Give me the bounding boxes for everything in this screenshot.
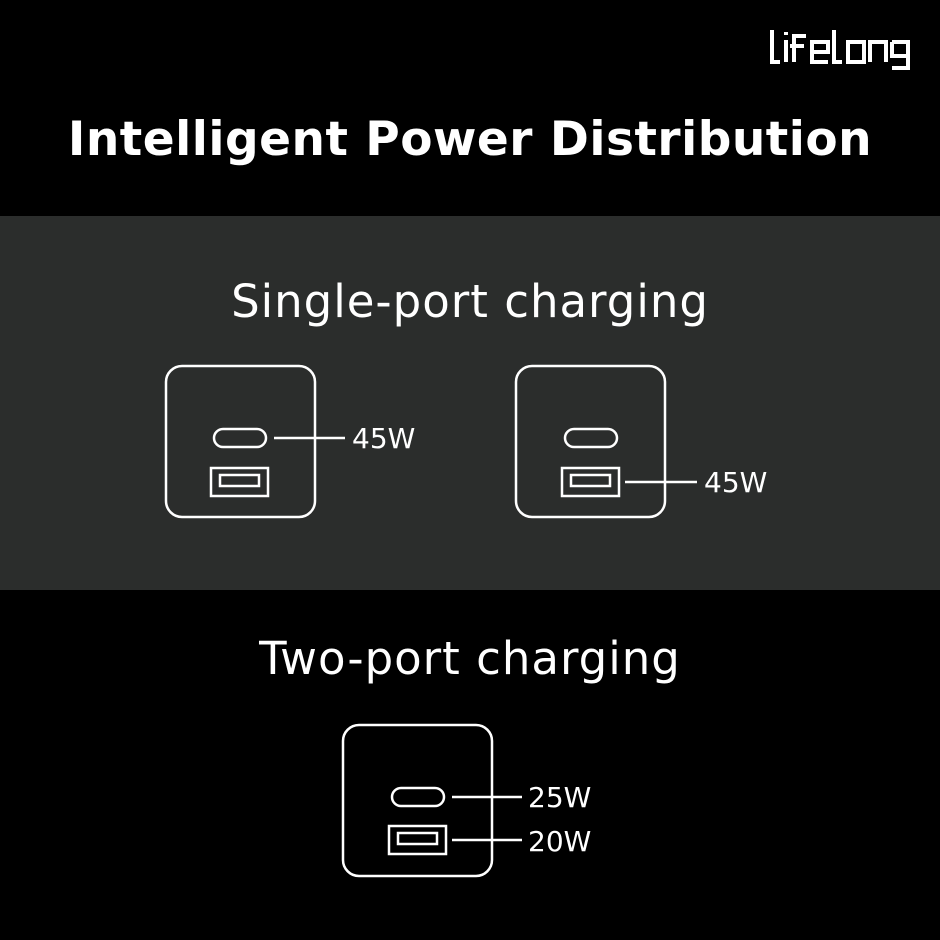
single-port-title: Single-port charging [231,275,709,328]
lifelong-logo [770,30,910,70]
charger-b-usb-a-watt: 45W [704,466,767,499]
headline: Intelligent Power Distribution [67,112,873,167]
usb-a-port-icon [560,466,621,498]
charger-a-usb-c-watt: 45W [352,422,415,455]
charger-dual [341,723,522,878]
charger-b-body [514,364,667,519]
usb-a-port-inner [396,831,439,846]
charger-a [164,364,345,519]
usb-a-port-icon [209,466,270,498]
usb-a-port-icon [387,824,448,856]
charger-b [514,364,697,519]
usb-a-port-inner [569,473,612,488]
charger-a-body [164,364,317,519]
usb-c-port-icon [390,786,446,808]
usb-c-port-icon [563,427,619,449]
charger-dual-body [341,723,494,878]
dual-usb-c-watt: 25W [528,781,591,814]
dual-usb-a-watt: 20W [528,825,591,858]
two-port-title: Two-port charging [259,632,681,685]
usb-c-port-icon [212,427,268,449]
single-port-band [0,216,940,590]
usb-a-port-inner [218,473,261,488]
